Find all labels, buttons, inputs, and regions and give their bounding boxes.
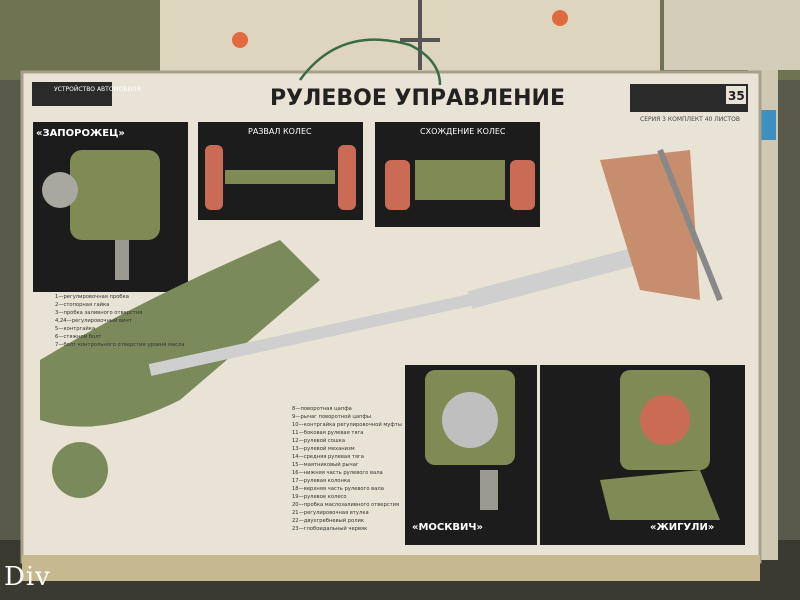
svg-text:15—маятниковый рычаг: 15—маятниковый рычаг bbox=[292, 461, 359, 468]
legend-center: 8—поворотная цапфа 9—рычаг поворотной ца… bbox=[292, 406, 402, 532]
svg-text:13—рулевой механизм: 13—рулевой механизм bbox=[292, 445, 355, 452]
hanging-string bbox=[298, 38, 442, 86]
label-moskvich: «МОСКВИЧ» bbox=[412, 522, 483, 533]
label-zaporozhets: «ЗАПОРОЖЕЦ» bbox=[36, 128, 125, 139]
svg-text:17—рулевая колонка: 17—рулевая колонка bbox=[292, 478, 350, 484]
svg-text:7—болт контрольного отверстия: 7—болт контрольного отверстия уровня мас… bbox=[55, 342, 184, 348]
suspension-drawing bbox=[40, 240, 320, 427]
svg-text:1—регулировочная пробка: 1—регулировочная пробка bbox=[55, 294, 129, 300]
svg-text:6—стяжной болт: 6—стяжной болт bbox=[55, 333, 101, 340]
svg-text:9—рычаг поворотной цапфы: 9—рычаг поворотной цапфы bbox=[292, 413, 371, 420]
svg-text:5—контргайка: 5—контргайка bbox=[55, 325, 95, 332]
svg-text:14—средняя рулевая тяга: 14—средняя рулевая тяга bbox=[292, 454, 364, 460]
svg-text:8—поворотная цапфа: 8—поворотная цапфа bbox=[292, 406, 352, 412]
svg-text:12—рулевой сошка: 12—рулевой сошка bbox=[292, 437, 345, 444]
sheet-number: 35 bbox=[728, 89, 745, 103]
svg-text:20—пробка маслозаливного отвер: 20—пробка маслозаливного отверстия bbox=[292, 502, 399, 508]
svg-text:18—верхняя часть рулевого вала: 18—верхняя часть рулевого вала bbox=[292, 486, 384, 492]
legend-left: 1—регулировочная пробка 2—стопорная гайк… bbox=[55, 294, 184, 348]
svg-text:10—контргайка регулировочной м: 10—контргайка регулировочной муфты bbox=[292, 421, 402, 428]
svg-text:4,24—регулировочный винт: 4,24—регулировочный винт bbox=[55, 317, 132, 324]
svg-text:16—нижняя часть рулевого вала: 16—нижняя часть рулевого вала bbox=[292, 470, 383, 476]
series-info: СЕРИЯ 3 КОМПЛЕКТ 40 ЛИСТОВ bbox=[640, 116, 740, 123]
photo-caption: Div bbox=[4, 562, 51, 592]
series-label: УСТРОЙСТВО АВТОМОБИЛЯ bbox=[54, 86, 141, 93]
poster-title: РУЛЕВОЕ УПРАВЛЕНИЕ bbox=[270, 86, 565, 111]
svg-text:23—глобоидальный червяк: 23—глобоидальный червяк bbox=[292, 525, 367, 532]
svg-text:3—пробка заливного отверстия: 3—пробка заливного отверстия bbox=[55, 310, 142, 316]
label-toe: СХОЖДЕНИЕ КОЛЕС bbox=[420, 127, 506, 136]
svg-text:21—регулировочная втулка: 21—регулировочная втулка bbox=[292, 510, 369, 516]
svg-text:11—боковая рулевая тяга: 11—боковая рулевая тяга bbox=[292, 430, 363, 436]
label-zhiguli: «ЖИГУЛИ» bbox=[650, 522, 714, 533]
svg-text:19—рулевое колесо: 19—рулевое колесо bbox=[292, 494, 347, 500]
label-camber: РАЗВАЛ КОЛЕС bbox=[248, 127, 312, 136]
svg-text:2—стопорная гайка: 2—стопорная гайка bbox=[55, 301, 109, 308]
svg-text:22—двухгребневый ролик: 22—двухгребневый ролик bbox=[292, 517, 364, 524]
